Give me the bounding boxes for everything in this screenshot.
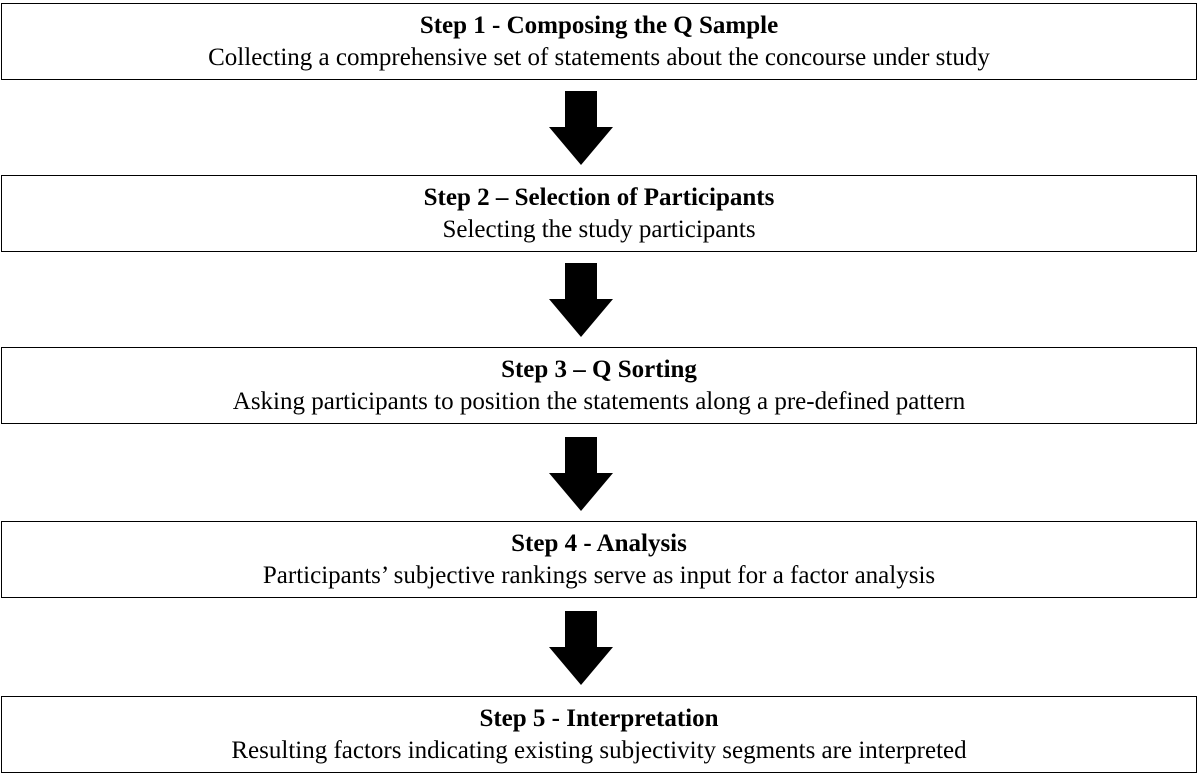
down-arrow-icon — [549, 91, 613, 165]
step-1-box: Step 1 - Composing the Q Sample Collecti… — [1, 3, 1197, 80]
down-arrow-icon — [549, 263, 613, 337]
step-3-title: Step 3 – Q Sorting — [501, 356, 697, 383]
step-2-title: Step 2 – Selection of Participants — [423, 184, 775, 211]
step-4-box: Step 4 - Analysis Participants’ subjecti… — [1, 521, 1197, 598]
step-2-box: Step 2 – Selection of Participants Selec… — [1, 175, 1197, 252]
down-arrow-icon — [549, 437, 613, 511]
step-1-description: Collecting a comprehensive set of statem… — [208, 44, 990, 71]
step-5-box: Step 5 - Interpretation Resulting factor… — [1, 696, 1197, 773]
step-5-title: Step 5 - Interpretation — [479, 705, 719, 732]
step-5-description: Resulting factors indicating existing su… — [231, 737, 967, 764]
step-1-title: Step 1 - Composing the Q Sample — [419, 12, 779, 39]
step-2-description: Selecting the study participants — [442, 216, 756, 243]
step-3-description: Asking participants to position the stat… — [232, 388, 966, 415]
step-4-title: Step 4 - Analysis — [511, 530, 687, 557]
down-arrow-icon — [549, 611, 613, 685]
step-4-description: Participants’ subjective rankings serve … — [262, 562, 936, 589]
step-3-box: Step 3 – Q Sorting Asking participants t… — [1, 347, 1197, 424]
